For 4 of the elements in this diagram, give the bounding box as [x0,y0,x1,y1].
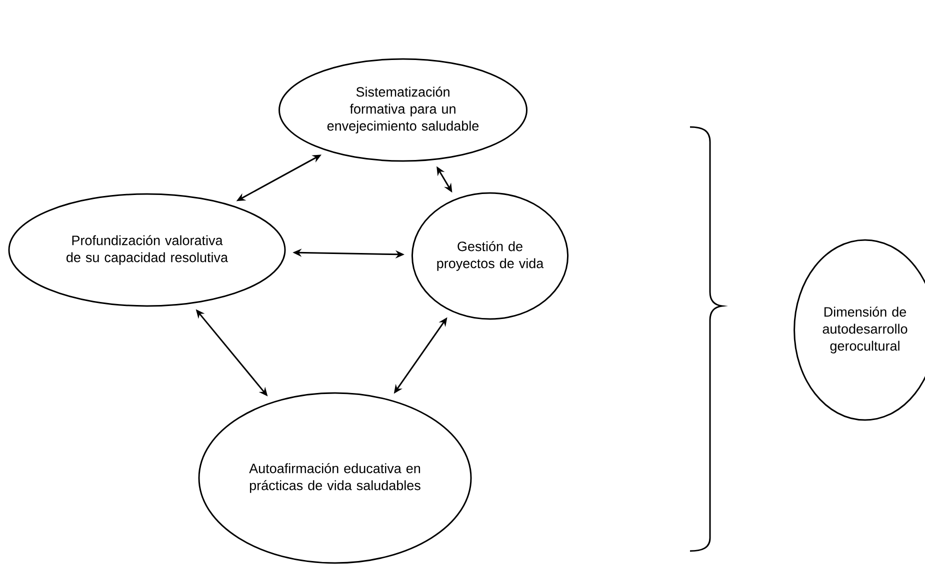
ellipse-node: Profundización valorativa de su capacidad resolutiva [8,193,286,307]
ellipse-node: Sistematización formativa para un envejecimiento saludable [278,58,528,162]
ellipse-node: Autoafirmación educativa en prácticas de vida saludables [198,392,472,564]
ellipse-node: Gestión de proyectos de vida [411,192,569,320]
